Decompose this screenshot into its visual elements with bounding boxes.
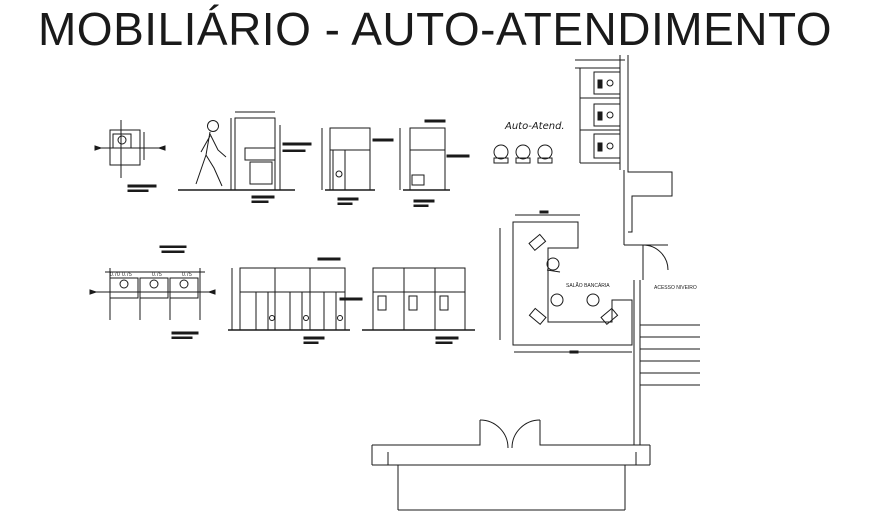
- front-elevation-triple: [228, 257, 363, 344]
- elevation-with-person: [178, 111, 312, 203]
- auto-atend-label: Auto-Atend.: [504, 121, 565, 132]
- building-plan: ACESSO NIVEIRO: [575, 55, 700, 445]
- kiosk-plan-small: [94, 120, 166, 192]
- acesso-label: ACESSO NIVEIRO: [654, 285, 697, 291]
- svg-text:0.75: 0.75: [152, 272, 162, 278]
- kiosk-plan-triple: 0.70 0.75 0.75 0.75: [89, 245, 216, 339]
- chairs-group: Auto-Atend.: [493, 121, 565, 164]
- salao-label: SALÃO BANCÁRIA: [566, 282, 610, 289]
- rear-elevation-triple: [362, 267, 475, 344]
- salao-plan: SALÃO BANCÁRIA: [499, 210, 633, 354]
- svg-text:0.75: 0.75: [182, 272, 192, 278]
- side-elevation-1: [321, 127, 394, 205]
- entrance-plan: [371, 419, 651, 511]
- svg-text:0.75: 0.75: [122, 272, 132, 278]
- side-elevation-2: [399, 119, 470, 207]
- svg-text:0.70: 0.70: [110, 272, 120, 278]
- page-title: MOBILIÁRIO - AUTO-ATENDIMENTO: [37, 3, 833, 55]
